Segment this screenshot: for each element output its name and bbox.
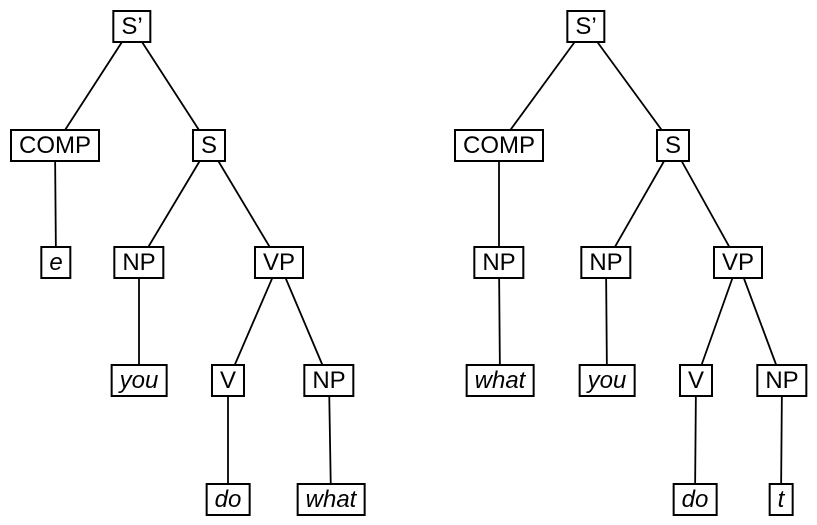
right-tree-node-v: V xyxy=(678,364,714,397)
left-tree-leaf-what: what xyxy=(296,483,366,516)
left-tree-leaf-e: e xyxy=(40,246,72,279)
right-tree-node-vp: VP xyxy=(712,246,764,279)
right-tree-node-s: S xyxy=(655,129,691,162)
left-tree-node-v: V xyxy=(210,364,246,397)
right-tree-leaf-t: t xyxy=(768,483,794,516)
right-tree-leaf-what: what xyxy=(465,364,535,397)
left-tree-node-np-subject: NP xyxy=(113,246,165,279)
right-tree-node-np-trace: NP xyxy=(756,364,808,397)
left-tree-node-s-bar: S’ xyxy=(112,10,152,43)
right-tree-node-s-bar: S’ xyxy=(566,10,606,43)
left-tree-leaf-do: do xyxy=(205,483,251,516)
right-tree-leaf-you: you xyxy=(578,364,636,397)
right-tree-node-comp: COMP xyxy=(454,129,544,162)
left-tree-node-s: S xyxy=(191,129,227,162)
left-tree-node-comp: COMP xyxy=(10,129,100,162)
left-tree-node-vp: VP xyxy=(253,246,305,279)
right-tree-node-np-subject: NP xyxy=(580,246,632,279)
left-tree-node-np-object: NP xyxy=(303,364,355,397)
left-tree-leaf-you: you xyxy=(110,364,168,397)
right-tree-leaf-do: do xyxy=(672,483,718,516)
right-tree-node-np-wh: NP xyxy=(473,246,525,279)
